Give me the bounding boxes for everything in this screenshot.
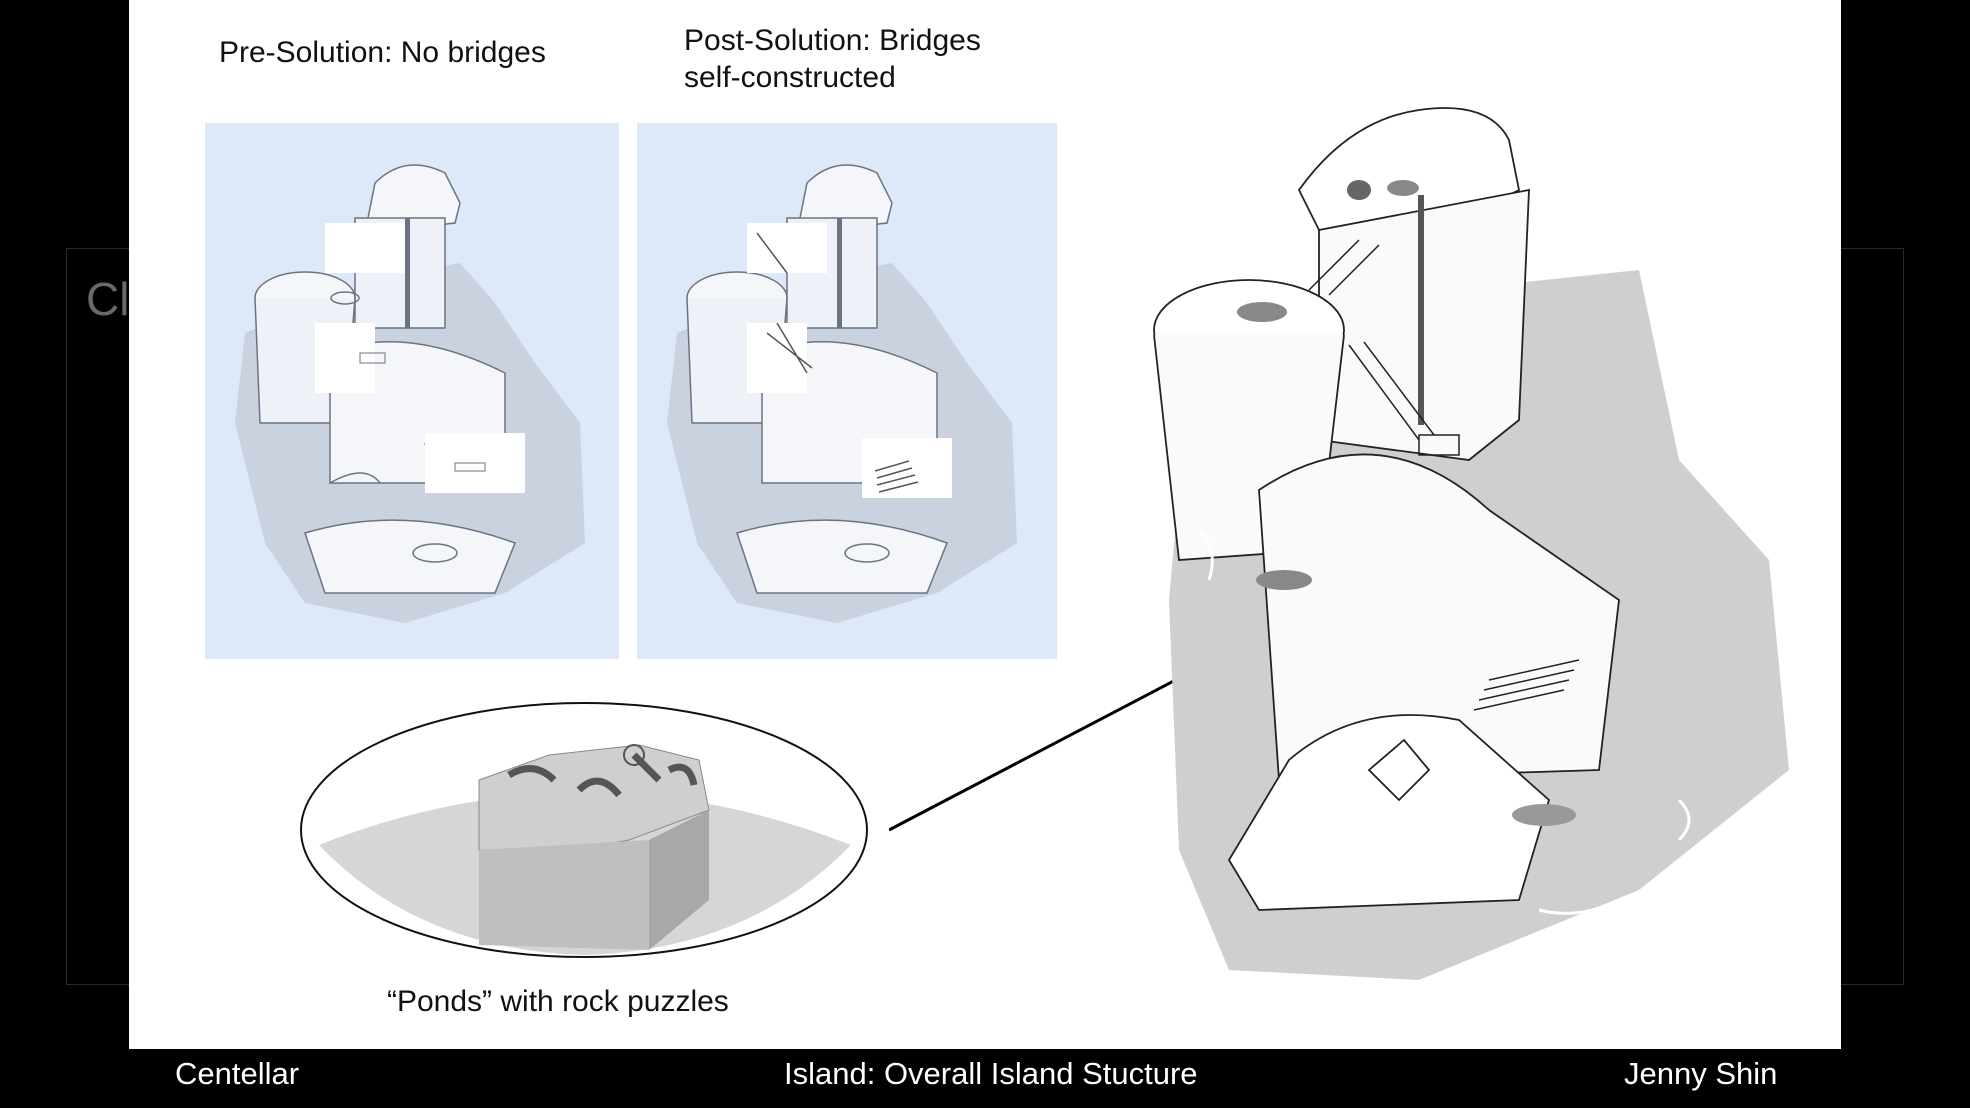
footer-author: Jenny Shin xyxy=(1624,1056,1778,1091)
island-sketch-small xyxy=(235,164,585,623)
island-sketch-small-bridges xyxy=(667,164,1017,623)
slide-canvas: Pre-Solution: No bridges Post-Solution: … xyxy=(129,0,1841,1049)
pond-rock-puzzle-illustration xyxy=(299,700,869,960)
label-ponds: “Ponds” with rock puzzles xyxy=(387,985,729,1018)
label-pre-solution: Pre-Solution: No bridges xyxy=(219,36,546,69)
post-solution-panel xyxy=(637,123,1057,659)
footer-project-name: Centellar xyxy=(175,1056,300,1091)
pre-solution-panel xyxy=(205,123,619,659)
ghost-slide-text: Cl xyxy=(86,273,130,325)
label-post-solution: Post-Solution: Bridges self-constructed xyxy=(684,24,981,94)
main-island-sketch xyxy=(1119,80,1819,1000)
footer-slide-title: Island: Overall Island Stucture xyxy=(784,1056,1198,1091)
